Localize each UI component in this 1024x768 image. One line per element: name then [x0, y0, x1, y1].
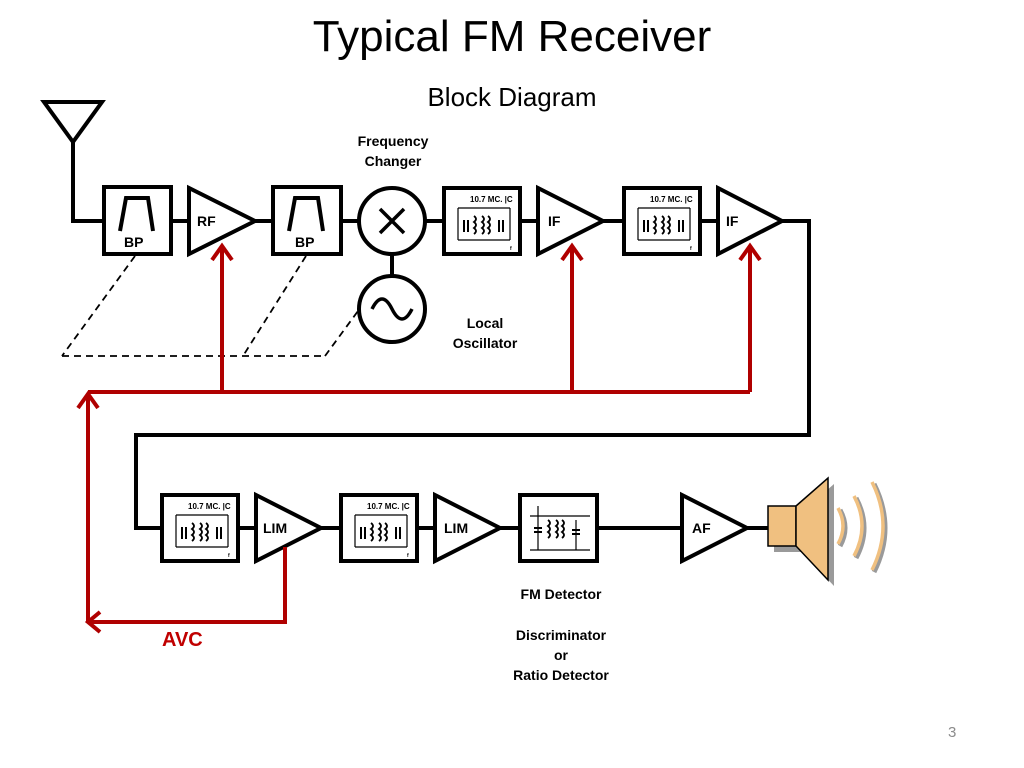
bp1-label: BP [124, 234, 144, 250]
if-transformer-3 [160, 493, 240, 563]
af-label: AF [692, 520, 711, 536]
page-number: 3 [948, 724, 957, 741]
local-oscillator-label: Local Oscillator [452, 315, 518, 351]
if-transformer-2 [622, 186, 702, 256]
ganged-tuning-lines [61, 255, 359, 357]
if1-label: IF [548, 213, 561, 229]
page-title: Typical FM Receiver [312, 12, 712, 61]
oscillator-icon [357, 274, 427, 344]
bandpass-filter-2 [271, 185, 343, 256]
rf-amplifier [187, 184, 260, 258]
if-transformer-4 [339, 493, 419, 563]
avc-label: AVC [162, 629, 203, 651]
ratio-detector-label: Ratio Detector [513, 667, 609, 683]
af-amplifier [680, 491, 752, 565]
limiter-2 [433, 491, 505, 565]
mixer-icon [357, 186, 427, 256]
if-amplifier-2 [716, 184, 787, 258]
avc-feedback-loop [76, 242, 762, 634]
lim2-label: LIM [444, 520, 469, 536]
fm-detector-label: FM Detector [520, 586, 602, 602]
antenna-icon [40, 100, 106, 223]
speaker-icon [767, 476, 888, 586]
or-label: or [554, 647, 568, 663]
lim1-label: LIM [263, 520, 288, 536]
top-chain-wires [134, 219, 811, 530]
bandpass-filter-1 [102, 185, 173, 256]
if-transformer-1 [442, 186, 522, 256]
limiter-1 [254, 491, 326, 565]
if-amplifier-1 [536, 184, 608, 258]
rf-label: RF [197, 213, 216, 229]
discriminator-label: Discriminator [515, 627, 607, 643]
bp2-label: BP [295, 234, 315, 250]
if2-label: IF [726, 213, 739, 229]
fm-detector-icon [518, 493, 599, 563]
frequency-changer-label: Frequency Changer [357, 133, 429, 169]
page-subtitle: Block Diagram [427, 82, 597, 112]
